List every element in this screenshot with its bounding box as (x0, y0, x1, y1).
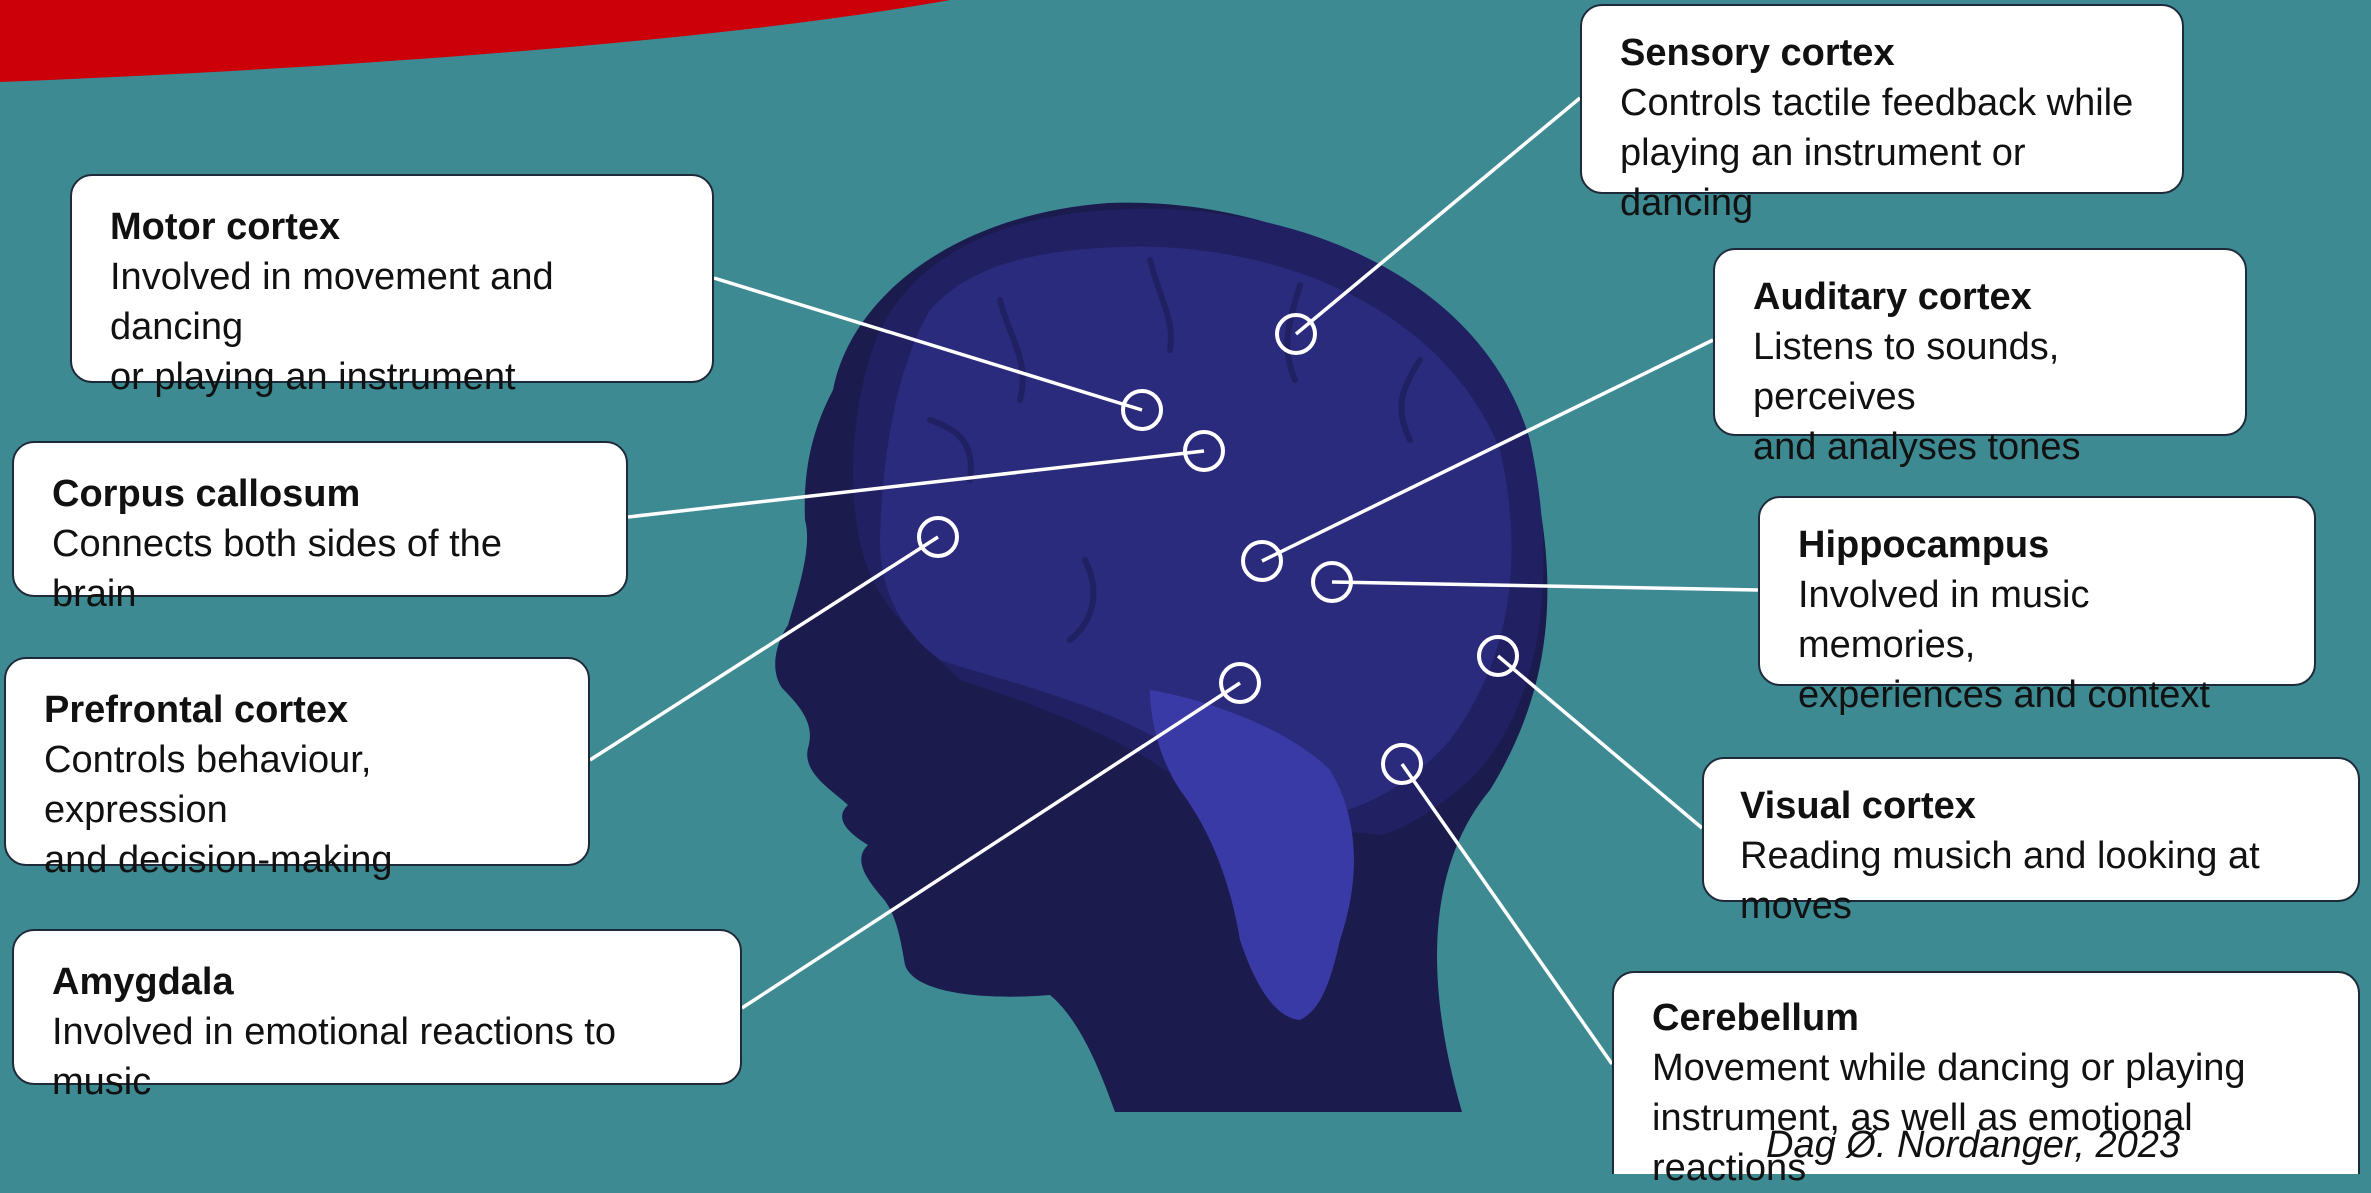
connector-line-amygdala (741, 681, 1241, 1010)
marker-visual-cortex (1477, 635, 1519, 677)
label-description: Reading musich and looking at moves (1740, 835, 2260, 927)
label-title: Amygdala (52, 961, 234, 1003)
label-title: Sensory cortex (1620, 32, 1895, 74)
marker-motor-cortex (1121, 389, 1163, 431)
label-description: Controls behaviour, expression and decis… (44, 739, 393, 881)
connector-line-cerebellum (1400, 762, 1614, 1066)
label-box-motor-cortex: Motor cortex Involved in movement and da… (70, 174, 714, 398)
marker-cerebellum (1381, 743, 1423, 785)
label-description: Listens to sounds, perceives and analyse… (1753, 326, 2081, 468)
label-description: Involved in emotional reactions to music (52, 1011, 616, 1103)
label-description: Involved in music memories, experiences … (1798, 574, 2210, 716)
connector-line-corpus-callosum (627, 449, 1205, 519)
connector-line-motor-cortex (713, 276, 1143, 412)
marker-corpus-callosum (1183, 430, 1225, 472)
connector-line-visual-cortex (1496, 654, 1704, 830)
author-credit: Dag Ø. Nordanger, 2023 (1766, 1124, 2181, 1166)
brain-folds (927, 257, 1423, 643)
label-title: Cerebellum (1652, 997, 1859, 1039)
connector-line-auditary-cortex (1261, 338, 1714, 563)
label-description: Movement while dancing or playing instru… (1652, 1047, 2246, 1189)
marker-amygdala (1219, 662, 1261, 704)
label-title: Auditary cortex (1753, 276, 2032, 318)
marker-prefrontal-cortex (917, 516, 959, 558)
label-box-corpus-callosum: Corpus callosum Connects both sides of t… (12, 441, 628, 615)
label-title: Motor cortex (110, 206, 341, 248)
connector-line-hippocampus (1331, 580, 1759, 592)
label-title: Hippocampus (1798, 524, 2050, 566)
marker-group (917, 313, 1519, 785)
marker-sensory-cortex (1275, 313, 1317, 355)
connector-lines (589, 96, 1759, 1066)
cerebellum-shape (1150, 690, 1354, 1020)
label-description: Connects both sides of the brain (52, 523, 502, 615)
label-box-prefrontal-cortex: Prefrontal cortex Controls behaviour, ex… (4, 657, 590, 881)
label-box-auditary-cortex: Auditary cortex Listens to sounds, perce… (1713, 248, 2247, 468)
label-description: Involved in movement and dancing or play… (110, 256, 554, 398)
marker-hippocampus (1311, 561, 1353, 603)
label-box-sensory-cortex: Sensory cortex Controls tactile feedback… (1580, 4, 2184, 224)
label-title: Corpus callosum (52, 473, 361, 515)
label-title: Prefrontal cortex (44, 689, 349, 731)
label-box-visual-cortex: Visual cortex Reading musich and looking… (1702, 757, 2360, 927)
connector-line-sensory-cortex (1294, 96, 1582, 336)
label-title: Visual cortex (1740, 785, 1976, 827)
brain (880, 246, 1512, 815)
red-banner (0, 0, 950, 82)
marker-auditary-cortex (1241, 540, 1283, 582)
label-description: Controls tactile feedback while playing … (1620, 82, 2134, 224)
label-box-amygdala: Amygdala Involved in emotional reactions… (12, 929, 742, 1103)
label-box-hippocampus: Hippocampus Involved in music memories, … (1758, 496, 2316, 716)
connector-line-prefrontal-cortex (589, 535, 939, 762)
